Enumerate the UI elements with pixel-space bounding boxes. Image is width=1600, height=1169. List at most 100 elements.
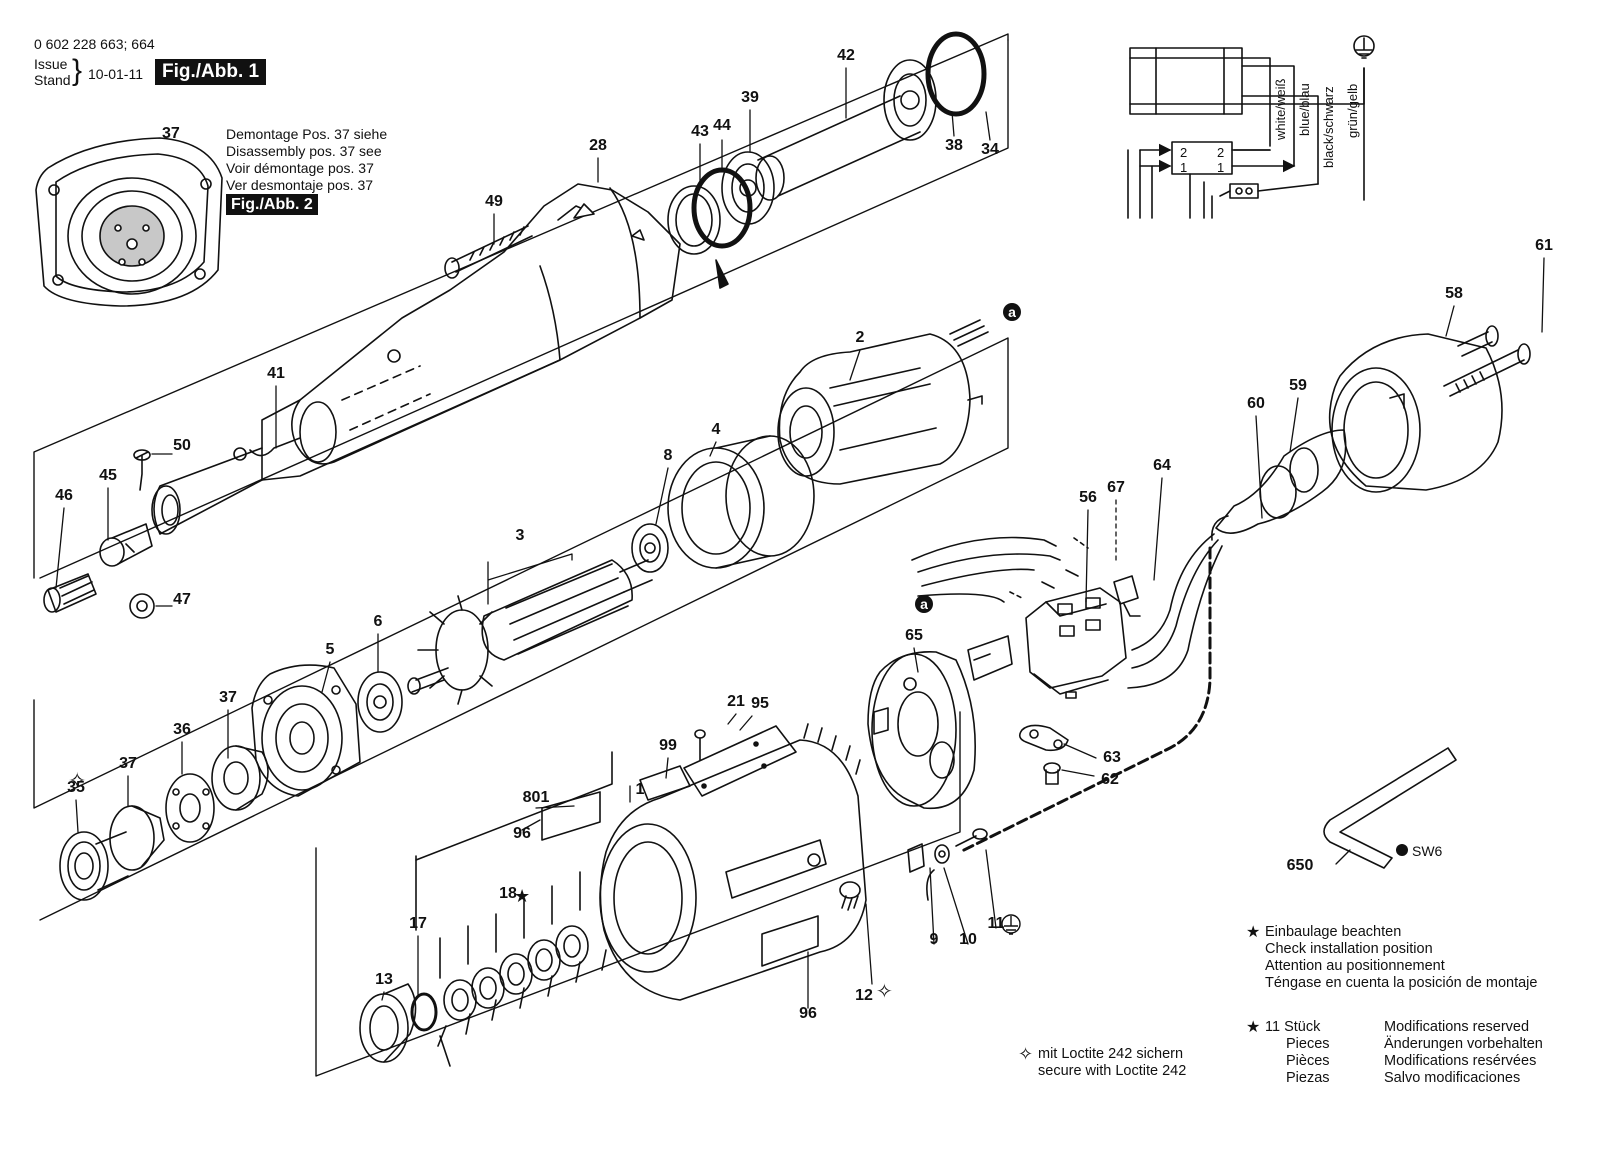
callout-9: 9: [930, 931, 939, 948]
callout-56: 56: [1079, 489, 1097, 506]
brace-icon: }: [72, 54, 83, 87]
disassembly-note-de: Demontage Pos. 37 siehe: [226, 126, 388, 142]
label-96-lower-drawing: [761, 915, 819, 967]
callout-61: 61: [1535, 237, 1553, 254]
count-en: Pieces: [1286, 1036, 1330, 1052]
callout-34: 34: [981, 141, 999, 158]
callout-37: 37: [219, 689, 237, 706]
cable-clamp-drawing: [1018, 724, 1069, 785]
count-de: 11 Stück: [1265, 1019, 1321, 1035]
callout-39: 39: [741, 89, 759, 106]
callout-21: 21: [727, 693, 745, 710]
callout-650: 650: [1287, 857, 1314, 874]
callout-11: 11: [988, 915, 1005, 932]
wire-marker-a-bottom: a: [920, 596, 928, 612]
figure-2-badge: Fig./Abb. 2: [226, 194, 318, 215]
loctite-icon-12: ✧: [876, 979, 893, 1003]
callout-60: 60: [1247, 395, 1265, 412]
install-note-en: Check installation position: [1265, 941, 1433, 957]
loctite-note-de: mit Loctite 242 sichern: [1038, 1046, 1184, 1062]
cable-60-drawing: [958, 533, 1223, 854]
issue-label: Issue: [34, 56, 68, 72]
spindle-lock-parts-drawing: [59, 745, 269, 901]
callout-43: 43: [691, 123, 709, 140]
mod-note-en: Modifications reserved: [1384, 1019, 1530, 1035]
callout-96: 96: [799, 1005, 817, 1022]
terminal-label-2-left: 2: [1180, 145, 1187, 160]
issue-date: 10-01-11: [88, 66, 144, 82]
callout-63: 63: [1103, 749, 1121, 766]
callout-37: 37: [119, 755, 137, 772]
wiring-schematic-drawing: [1127, 35, 1375, 219]
count-es: Piezas: [1286, 1070, 1330, 1086]
bearing-sleeve-drawing: [755, 31, 987, 201]
end-cap-inset-drawing: [35, 137, 223, 307]
disassembly-note-es: Ver desmontaje pos. 37: [226, 177, 374, 193]
callout-17: 17: [409, 915, 427, 932]
loctite-icon-legend: ✧: [1018, 1044, 1034, 1064]
terminal-label-1-left: 1: [1180, 160, 1187, 175]
switch-drawing: [1025, 587, 1127, 699]
star-icon-18: ★: [514, 886, 530, 907]
callout-58: 58: [1445, 285, 1463, 302]
callout-62: 62: [1101, 771, 1119, 788]
earth-terminal-drawing: [907, 828, 988, 901]
callout-95: 95: [751, 695, 769, 712]
screw-49-drawing: [444, 225, 533, 279]
callout-12: 12: [855, 987, 873, 1004]
disassembly-note-fr: Voir démontage pos. 37: [226, 160, 374, 176]
bearing-8-drawing: [631, 523, 669, 573]
callout-10: 10: [959, 931, 977, 948]
callout-59: 59: [1289, 377, 1307, 394]
figure-1-badge: Fig./Abb. 1: [155, 59, 267, 85]
suppressor-drawing: [1113, 575, 1141, 617]
mod-note-es: Salvo modificaciones: [1384, 1070, 1521, 1086]
callout-1: 1: [636, 781, 645, 798]
callout-67: 67: [1107, 479, 1125, 496]
wire-label-green-yellow: grün/gelb: [1345, 84, 1360, 138]
callout-inset-37: 37: [162, 125, 180, 142]
callout-99: 99: [659, 737, 677, 754]
callout-36: 36: [173, 721, 191, 738]
callout-64: 64: [1153, 457, 1171, 474]
callout-41: 41: [267, 365, 285, 382]
callout-6: 6: [374, 613, 383, 630]
callout-3: 3: [516, 527, 525, 544]
callout-28: 28: [589, 137, 607, 154]
callout-8: 8: [664, 447, 673, 464]
callout-65: 65: [905, 627, 923, 644]
sw6-label: SW6: [1412, 843, 1443, 859]
part-numbers: 0 602 228 663; 664: [34, 36, 155, 52]
earth-symbol-icon-11: [1001, 914, 1021, 935]
armature-drawing: [407, 559, 653, 705]
stand-label: Stand: [34, 72, 71, 88]
terminal-label-2-right: 2: [1217, 145, 1224, 160]
screws-61-drawing: [1443, 325, 1531, 397]
callout-5: 5: [326, 641, 335, 658]
bearing-flange-drawing: [251, 664, 361, 797]
brush-kit-drawing: [359, 751, 613, 1067]
wire-label-black: black/schwarz: [1321, 86, 1336, 168]
cable-sleeve-drawing: [1211, 429, 1347, 541]
terminal-label-1-right: 1: [1217, 160, 1224, 175]
leader-lines: [55, 67, 1545, 1009]
star-icon-count: ★: [1246, 1019, 1261, 1036]
callout-38: 38: [945, 137, 963, 154]
callout-42: 42: [837, 47, 855, 64]
callout-45: 45: [99, 467, 117, 484]
stator-drawing: [777, 319, 989, 485]
callout-96: 96: [513, 825, 531, 842]
install-note-es: Téngase en cuenta la posición de montaje: [1265, 975, 1538, 991]
install-note-de: Einbaulage beachten: [1265, 924, 1402, 940]
callout-4: 4: [712, 421, 721, 438]
wire-marker-a-top: a: [1008, 304, 1016, 320]
hex-key-drawing: [1323, 747, 1457, 869]
motor-housing-lower-drawing: [599, 723, 867, 1001]
count-fr: Pièces: [1286, 1053, 1330, 1069]
mod-note-fr: Modifications resérvées: [1384, 1053, 1537, 1069]
wire-label-blue: blue/blau: [1297, 83, 1312, 136]
callout-13: 13: [375, 971, 393, 988]
